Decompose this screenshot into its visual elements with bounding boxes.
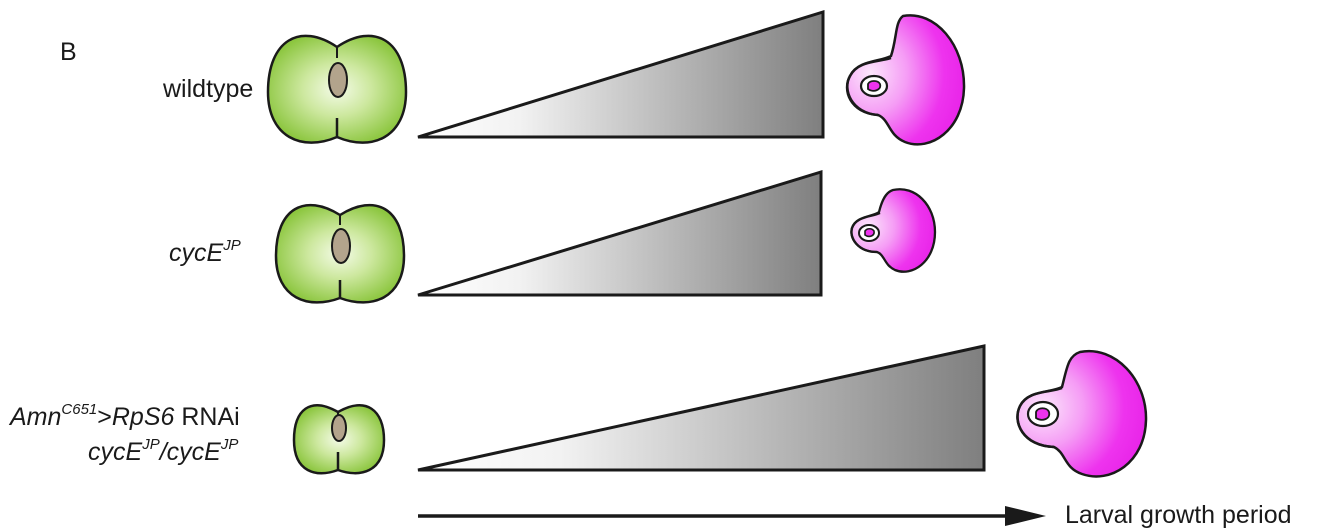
nucleus-cyce [332,229,350,263]
label-superscript: JP [142,436,160,453]
label-text: wildtype [163,75,253,103]
label-text: RNAi [174,403,239,431]
label-text: Amn [10,403,61,431]
growth-wedge-cyce [418,172,821,295]
gland-wildtype [268,36,406,143]
row-label-wildtype: wildtype [163,77,253,102]
panel-label: B [60,40,77,65]
brain-wildtype [847,15,964,144]
row-label-amn-rps6-line1: AmnC651>RpS6 RNAi [10,405,240,430]
label-superscript: C651 [61,401,97,418]
brain-cyce [851,189,935,271]
brain-amn-rps6 [1017,351,1146,476]
nucleus-wildtype [329,63,347,97]
label-text: /cycE [160,438,221,466]
label-superscript: JP [221,436,239,453]
nucleus-amn-rps6 [332,415,346,441]
label-text: cycE [169,239,223,267]
gland-amn-rps6 [294,405,384,473]
label-text: cycE [88,438,142,466]
label-text: RpS6 [112,403,175,431]
time-axis-arrow [418,506,1046,526]
growth-wedge-wildtype [418,12,823,137]
label-text: > [97,403,112,431]
growth-wedge-amn-rps6 [418,346,984,470]
label-superscript: JP [223,237,241,254]
row-label-cyce: cycEJP [169,241,241,266]
axis-label: Larval growth period [1065,503,1292,528]
row-label-amn-rps6-line2: cycEJP/cycEJP [88,440,238,465]
gland-cyce [276,205,404,302]
